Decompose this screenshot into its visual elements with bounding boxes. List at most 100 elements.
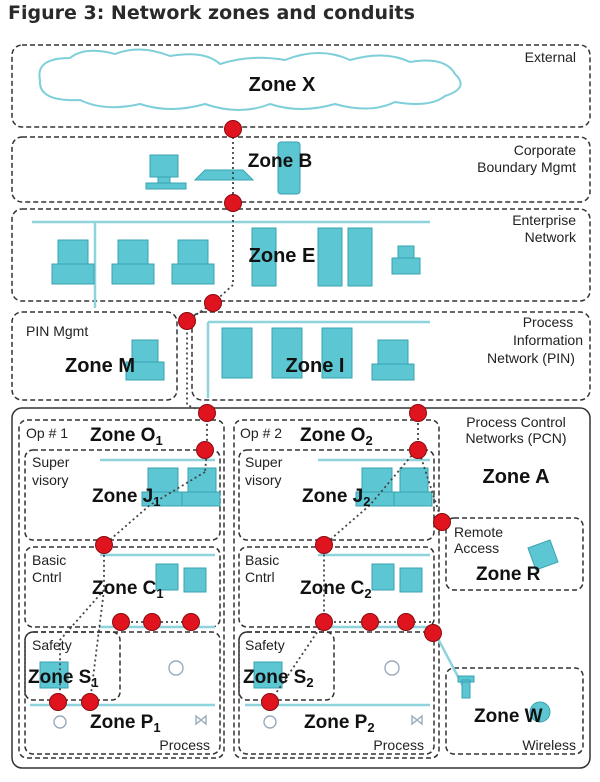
zone-a-label: Zone A bbox=[482, 466, 549, 488]
zone-p1-label: Zone P1 bbox=[90, 712, 161, 735]
zone-m-label: Zone M bbox=[65, 355, 135, 377]
zone-j2-box bbox=[238, 449, 435, 541]
workstation-icon bbox=[51, 239, 95, 285]
conduit-dot bbox=[81, 693, 99, 711]
conduit-dot bbox=[409, 441, 427, 459]
valve-icon bbox=[411, 714, 423, 726]
zone-w-label: Zone W bbox=[474, 706, 543, 727]
controller-icon bbox=[155, 563, 179, 591]
server-icon bbox=[347, 227, 373, 287]
zone-o2-box bbox=[233, 419, 440, 759]
zone-i-desc: Process bbox=[523, 314, 574, 330]
conduit-dot bbox=[397, 613, 415, 631]
zone-c2-label: Zone C2 bbox=[300, 578, 372, 601]
zone-p2-box bbox=[238, 631, 435, 755]
zone-e-desc: Network bbox=[525, 229, 577, 245]
workstation-icon bbox=[145, 154, 187, 190]
zone-i-desc: Network (PIN) bbox=[487, 350, 575, 366]
conduit-dot bbox=[315, 536, 333, 554]
safety-controller-icon bbox=[253, 661, 283, 689]
zone-i-desc: Information bbox=[513, 332, 583, 348]
gauge-icon bbox=[384, 660, 400, 676]
zone-w-desc: Wireless bbox=[522, 737, 576, 753]
zone-o1-box bbox=[18, 419, 225, 759]
conduit-dot bbox=[424, 624, 442, 642]
router-icon bbox=[193, 169, 255, 181]
conduit-dot bbox=[95, 536, 113, 554]
zone-s1-desc: Safety bbox=[32, 637, 72, 653]
zone-r-desc: Access bbox=[454, 540, 499, 556]
zone-m-box bbox=[11, 311, 178, 401]
zone-w-box bbox=[445, 667, 584, 755]
zone-i-label: Zone I bbox=[286, 355, 345, 377]
conduit-dot bbox=[261, 693, 279, 711]
conduit-path bbox=[59, 471, 206, 700]
zone-o2-label: Zone O2 bbox=[300, 425, 373, 448]
workstation-icon bbox=[111, 239, 155, 285]
zone-x-desc: External bbox=[525, 49, 576, 65]
zone-s2-label: Zone S2 bbox=[243, 667, 314, 690]
zone-m-desc: PIN Mgmt bbox=[26, 323, 88, 339]
gauge-icon bbox=[168, 660, 184, 676]
zone-a-box bbox=[11, 407, 591, 769]
workstation-icon bbox=[171, 239, 215, 285]
conduit-dot bbox=[143, 613, 161, 631]
zone-p1-box bbox=[24, 631, 221, 755]
zone-b-desc: Boundary Mgmt bbox=[477, 159, 576, 175]
zone-s1-label: Zone S1 bbox=[28, 667, 99, 690]
server-icon bbox=[271, 327, 303, 379]
zone-b-box bbox=[11, 136, 591, 203]
server-icon bbox=[321, 327, 353, 379]
conduit-dot bbox=[178, 312, 196, 330]
modem-icon bbox=[527, 539, 559, 571]
conduit-dot bbox=[112, 613, 130, 631]
zone-s2-box bbox=[238, 631, 335, 701]
conduit-dot bbox=[315, 613, 333, 631]
zone-x-box bbox=[11, 44, 591, 128]
valve-icon bbox=[195, 714, 207, 726]
workstation-icon bbox=[393, 467, 433, 507]
workstation-icon bbox=[125, 339, 165, 381]
zone-j2-desc: Super bbox=[245, 454, 283, 470]
zone-c1-desc: Basic bbox=[32, 552, 66, 568]
workstation-icon bbox=[371, 339, 415, 381]
zone-r-label: Zone R bbox=[476, 564, 541, 585]
controller-icon bbox=[371, 563, 395, 591]
zone-b-label: Zone B bbox=[248, 151, 312, 172]
conduit-dot bbox=[224, 194, 242, 212]
conduit-dot bbox=[204, 294, 222, 312]
zone-c1-box bbox=[24, 546, 221, 628]
conduit-dot bbox=[49, 693, 67, 711]
zone-o1-label: Zone O1 bbox=[90, 425, 163, 448]
zone-r-desc: Remote bbox=[454, 524, 503, 540]
zone-j2-label: Zone J2 bbox=[302, 486, 370, 509]
conduit-dot bbox=[196, 441, 214, 459]
zone-j1-desc: visory bbox=[32, 472, 69, 488]
zone-e-label: Zone E bbox=[249, 245, 316, 267]
figure-title: Figure 3: Network zones and conduits bbox=[8, 2, 415, 24]
zone-c2-box bbox=[238, 546, 435, 628]
zone-r-box bbox=[445, 517, 584, 591]
conduit-path bbox=[186, 205, 234, 473]
conduit-dot bbox=[409, 404, 427, 422]
cloud-icon bbox=[38, 48, 462, 111]
zone-p2-label: Zone P2 bbox=[304, 712, 375, 735]
valve-icon bbox=[263, 715, 277, 729]
workstation-icon bbox=[181, 467, 221, 507]
valve-icon bbox=[53, 715, 67, 729]
zone-b-desc: Corporate bbox=[514, 142, 576, 158]
zone-c1-desc: Cntrl bbox=[32, 569, 62, 585]
safety-controller-icon bbox=[39, 661, 69, 689]
zone-a-desc: Process Control bbox=[466, 414, 566, 430]
server-icon bbox=[251, 227, 277, 287]
antenna-icon bbox=[457, 675, 475, 699]
conduit-dot bbox=[361, 613, 379, 631]
zone-p2-desc: Process bbox=[373, 737, 424, 753]
zone-s1-box bbox=[24, 631, 121, 701]
conduit-path bbox=[89, 589, 105, 703]
zone-j1-desc: Super bbox=[32, 454, 70, 470]
controller-icon bbox=[183, 567, 207, 593]
conduit-dot bbox=[198, 404, 216, 422]
conduit-dot bbox=[433, 513, 451, 531]
